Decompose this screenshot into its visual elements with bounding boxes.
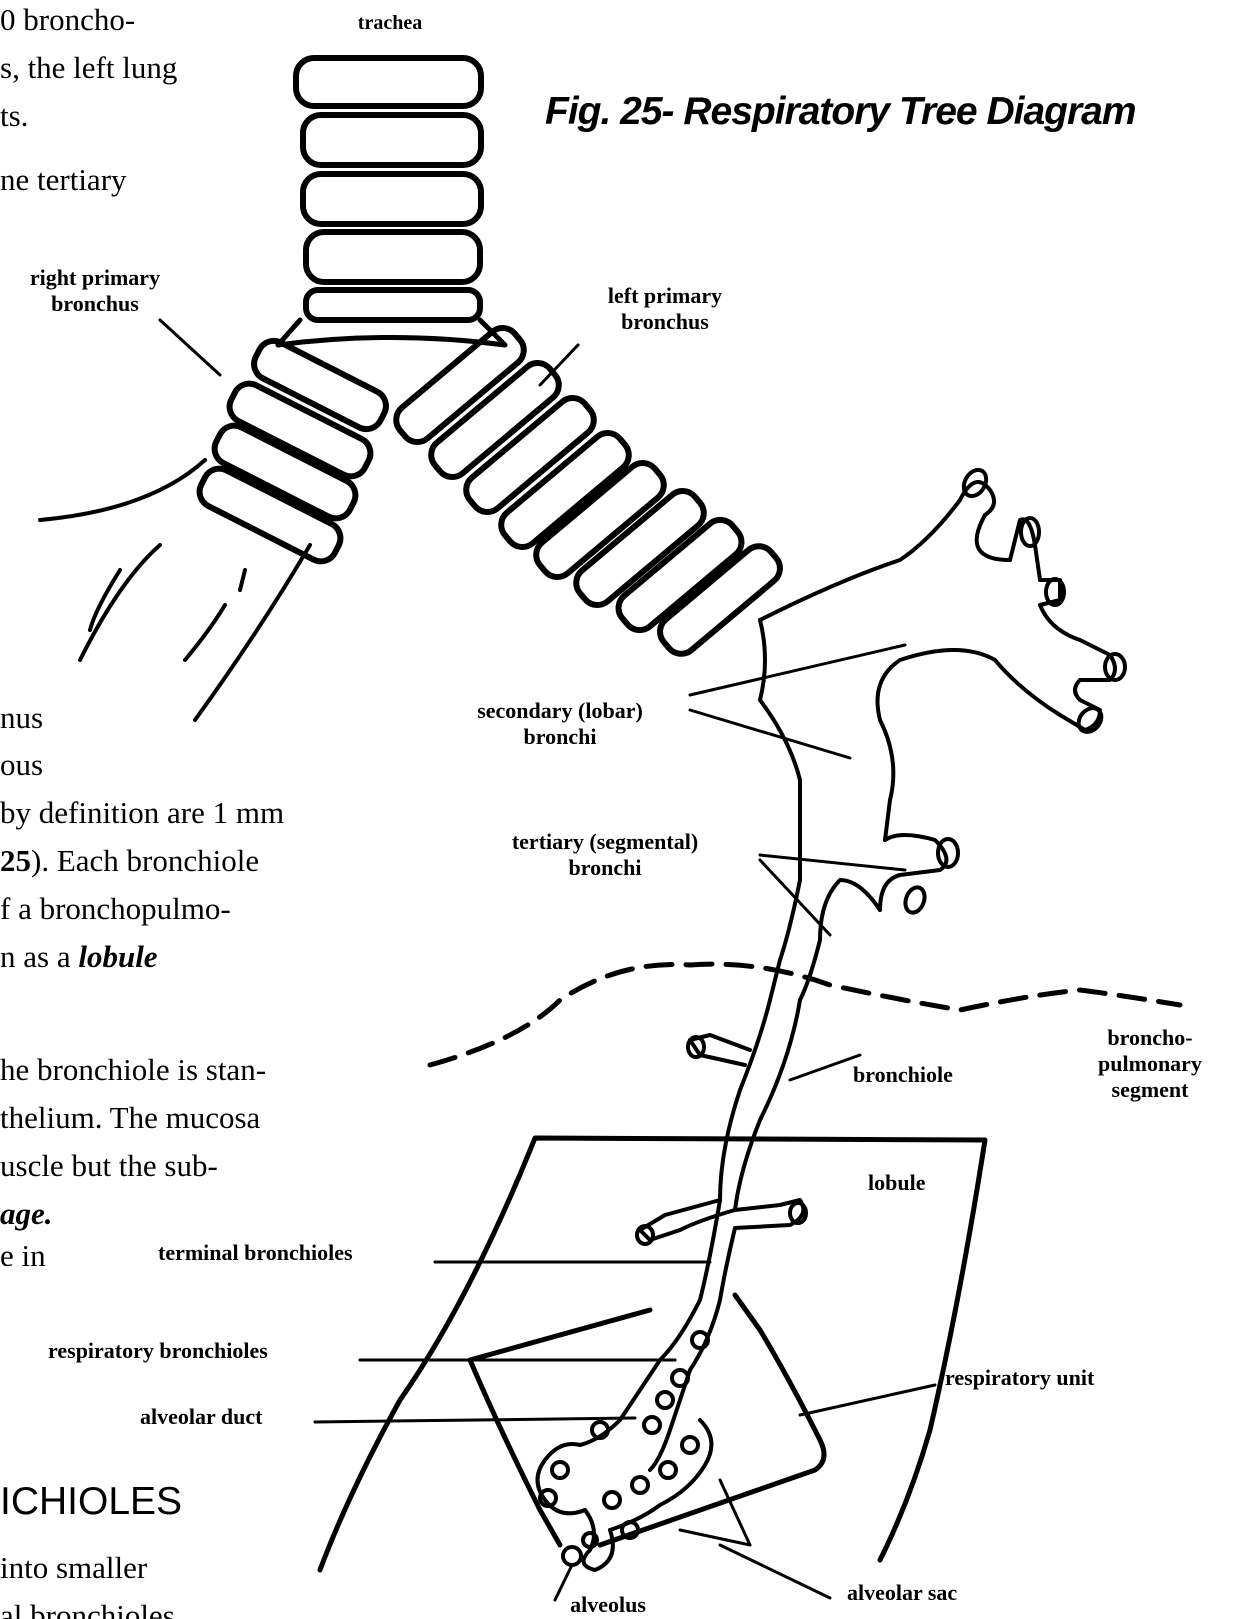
alveolus-circle [563, 1547, 581, 1565]
left-bronchial-tree [640, 482, 1115, 1370]
trachea-ring [296, 58, 481, 106]
label-respiratory-bronchioles: respiratory bronchioles [48, 1338, 268, 1364]
label-tertiary-bronchi: tertiary (segmental) bronchi [512, 829, 698, 881]
label-respiratory-unit: respiratory unit [945, 1365, 1094, 1391]
leader-alveolar-sac-2 [720, 1480, 750, 1545]
label-right-primary-bronchus: right primary bronchus [30, 265, 160, 317]
label-alveolar-duct: alveolar duct [140, 1404, 262, 1430]
leader-right-primary [160, 320, 220, 375]
label-bronchopulmonary-segment: broncho- pulmonary segment [1098, 1025, 1202, 1103]
label-bronchiole: bronchiole [853, 1062, 953, 1088]
label-alveolus: alveolus [570, 1592, 646, 1618]
trachea-rings [296, 58, 481, 320]
leader-secondary-1 [690, 645, 905, 695]
leader-bronchiole [790, 1055, 860, 1080]
alveolus-circle [682, 1437, 698, 1453]
alveolus-circle [604, 1492, 620, 1508]
alveolus-circle [657, 1392, 673, 1408]
leader-alveolar-duct [315, 1418, 635, 1422]
tube-end [902, 885, 928, 916]
left-bronchus-rings [390, 321, 787, 660]
label-left-primary-bronchus: left primary bronchus [608, 283, 722, 335]
carina-outline [278, 320, 505, 345]
lobule-outline [320, 1138, 985, 1570]
leader-respiratory-unit [800, 1385, 935, 1415]
alveolus-circle [644, 1417, 660, 1433]
leader-lines [160, 320, 935, 1600]
label-terminal-bronchioles: terminal bronchioles [158, 1240, 353, 1266]
trachea-ring [306, 232, 480, 282]
right-bronchus-rings [194, 335, 391, 566]
alveolus-circle [552, 1462, 568, 1478]
leader-tertiary-2 [760, 860, 830, 935]
segment-boundary [430, 964, 1180, 1065]
alveolus-circle [660, 1462, 676, 1478]
label-lobule: lobule [868, 1170, 925, 1196]
alveolus-circle [632, 1477, 648, 1493]
trachea-ring [306, 290, 480, 320]
leader-alveolar-sac-3 [680, 1530, 750, 1545]
label-alveolar-sac: alveolar sac [847, 1580, 957, 1606]
right-lung-branches [40, 460, 310, 720]
trachea-ring [303, 115, 481, 165]
label-secondary-bronchi: secondary (lobar) bronchi [477, 698, 643, 750]
leader-alveolar-sac-1 [720, 1545, 830, 1598]
alveolar-cluster [538, 1332, 712, 1570]
label-trachea: trachea [358, 10, 422, 36]
trachea-ring [303, 174, 481, 224]
leader-tertiary-1 [760, 855, 905, 870]
